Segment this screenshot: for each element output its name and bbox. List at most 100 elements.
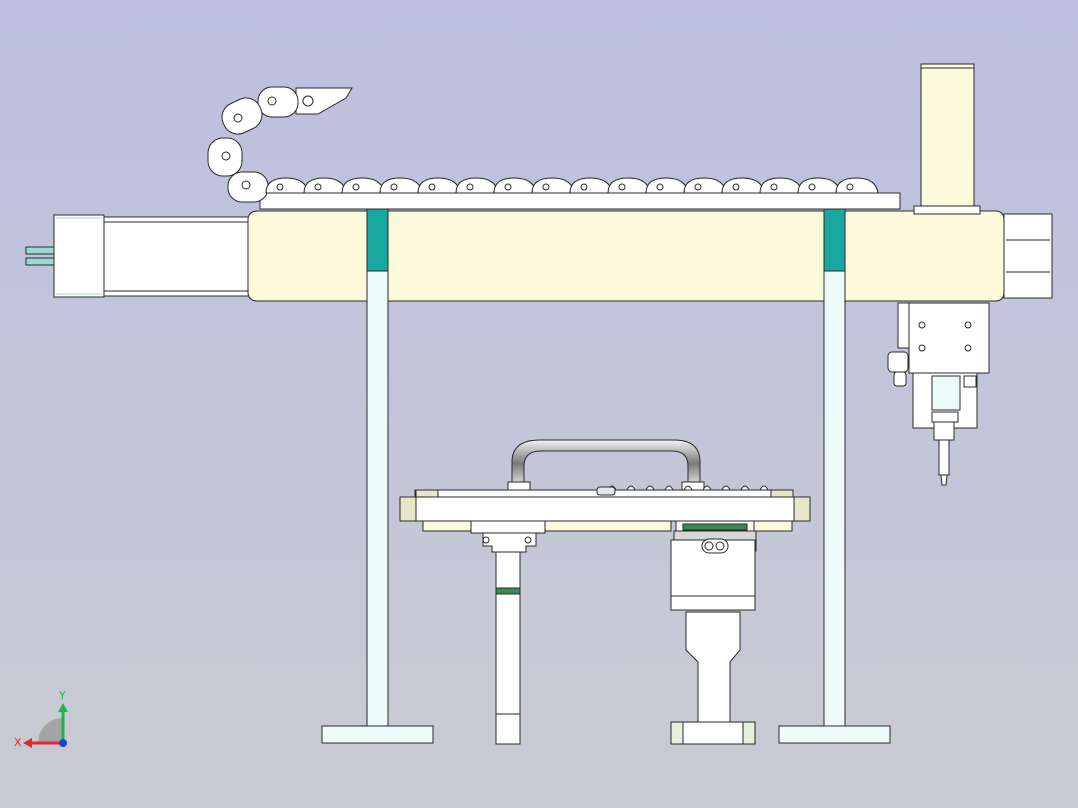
left-leg-clamp — [366, 208, 389, 272]
drag-chain-pin — [542, 183, 550, 191]
guide-rail-band — [495, 587, 521, 595]
gripper-jaw-top — [931, 411, 959, 423]
left-leg-post — [366, 270, 389, 729]
axis-y-label: Y — [58, 689, 66, 702]
motor-shaft-upper — [25, 246, 57, 255]
locator-pin — [645, 485, 655, 491]
drag-chain-link-curve-1 — [257, 86, 299, 118]
guide-bolt — [482, 536, 490, 544]
drag-chain-pin — [352, 183, 360, 191]
axis-z-dot-icon — [59, 739, 67, 747]
drag-chain-pin — [233, 113, 243, 123]
table-left-edge — [399, 496, 417, 522]
beam-right-endcap — [1003, 213, 1053, 299]
beam-body — [247, 210, 1005, 302]
mount-bolt — [964, 321, 972, 329]
mount-bolt — [964, 344, 972, 352]
pneumatic-fitting — [887, 351, 909, 373]
table-pad-mid — [544, 520, 672, 532]
motor-body — [103, 216, 250, 297]
drag-chain-pin — [466, 183, 474, 191]
axis-x-label: X — [14, 736, 22, 749]
gripper-cylinder-cap — [963, 375, 977, 388]
linear-guide-left[interactable] — [470, 520, 546, 745]
table-left-cap — [415, 489, 439, 498]
table-right-edge — [793, 496, 811, 522]
gripper-finger-block — [933, 421, 955, 441]
mount-bolt — [918, 344, 926, 352]
locator-pin — [683, 485, 693, 491]
table-right-cap — [770, 489, 794, 498]
locator-pin — [721, 485, 731, 491]
left-support-leg[interactable] — [321, 208, 434, 744]
cable-drag-chain[interactable] — [207, 86, 879, 203]
z-column-base — [913, 205, 981, 215]
table-pad-right — [751, 520, 793, 532]
locator-pin — [626, 485, 636, 491]
rotary-base-pad-right — [742, 721, 756, 745]
z-axis-column — [920, 63, 975, 211]
right-leg-foot — [778, 725, 891, 744]
gripper-finger-tip — [940, 474, 948, 486]
rotary-port — [715, 541, 725, 551]
beam-top-plate — [259, 192, 901, 210]
z-axis-gripper-assembly[interactable] — [887, 63, 990, 486]
locator-disk — [596, 486, 616, 496]
main-beam[interactable] — [247, 192, 1053, 302]
drag-chain-pin — [732, 183, 740, 191]
table-pad-left — [422, 520, 472, 532]
gripper-side-block — [897, 302, 910, 349]
axis-x-arrow-icon — [23, 738, 32, 748]
drag-chain-pin — [504, 183, 512, 191]
locator-pin — [740, 485, 750, 491]
locator-pin — [759, 485, 769, 491]
guide-carriage — [470, 520, 546, 534]
drag-chain-pin — [221, 151, 231, 161]
drag-chain-pin — [694, 183, 702, 191]
rotary-actuator[interactable] — [670, 520, 757, 745]
drag-chain-pin — [580, 183, 588, 191]
axis-y-arrow-icon — [58, 703, 68, 712]
drag-chain-pin — [390, 183, 398, 191]
drag-chain-link — [835, 177, 879, 194]
rotary-port — [704, 541, 714, 551]
drag-chain-pin — [846, 183, 854, 191]
drag-chain-pin — [314, 183, 322, 191]
gripper-cylinder-rod — [931, 375, 961, 411]
rotary-base-pad-left — [670, 721, 684, 745]
drag-chain-pin — [656, 183, 664, 191]
drag-chain-pin — [618, 183, 626, 191]
gripper-finger — [938, 439, 950, 476]
guide-bolt — [524, 536, 532, 544]
right-leg-post — [823, 270, 846, 729]
motor-flange — [53, 214, 105, 298]
drag-chain-pin — [276, 183, 284, 191]
right-support-leg[interactable] — [778, 208, 891, 744]
drag-chain-pin — [428, 183, 436, 191]
table-main-plate — [399, 496, 811, 522]
left-leg-foot — [321, 725, 434, 744]
pneumatic-fitting-lower — [893, 371, 907, 387]
drag-chain-pin — [241, 180, 251, 190]
right-leg-clamp — [823, 208, 846, 272]
locator-pin-row — [596, 485, 769, 496]
drag-chain-pin — [267, 96, 277, 106]
work-table-assembly[interactable] — [399, 439, 811, 532]
rotary-base-plate — [670, 721, 756, 745]
left-motor-assembly[interactable] — [25, 214, 250, 298]
axis-triad: Y X — [14, 689, 68, 749]
drag-chain-pin — [770, 183, 778, 191]
gripper-mount-plate — [908, 302, 990, 374]
locator-pin — [664, 485, 674, 491]
drag-chain-pin — [808, 183, 816, 191]
locator-pin — [702, 485, 712, 491]
axis-triad-quadrant — [38, 718, 63, 743]
mount-bolt — [918, 321, 926, 329]
motor-shaft-lower — [25, 257, 57, 266]
rotary-green-ring — [682, 523, 748, 531]
guide-rail-post — [495, 551, 521, 745]
guide-block — [482, 532, 537, 553]
